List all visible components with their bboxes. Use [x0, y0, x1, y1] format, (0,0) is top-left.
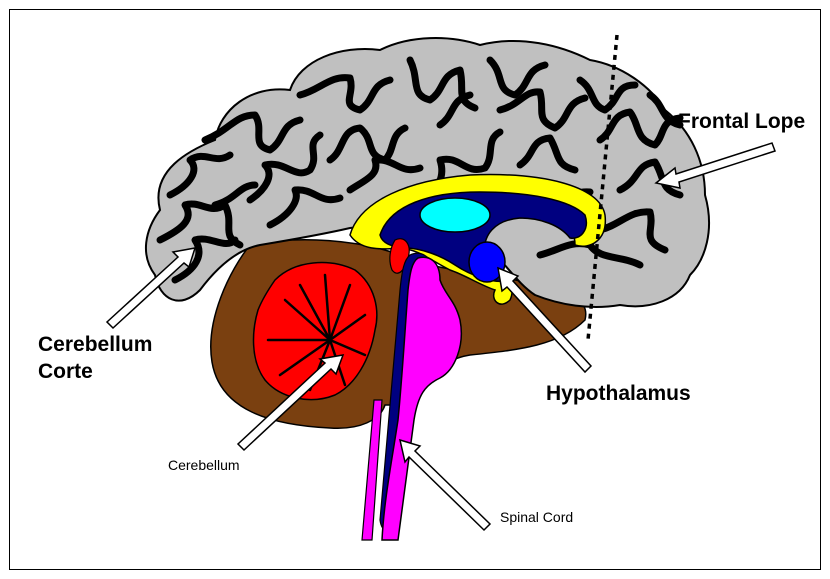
cerebellum-label: Cerebellum: [168, 457, 240, 473]
spinal-cord-arrow: [400, 440, 490, 530]
cerebellum-cortex-label-line2: Corte: [38, 360, 93, 384]
hypothalamus-label: Hypothalamus: [546, 382, 691, 406]
frontal-lope-label: Frontal Lope: [678, 110, 805, 134]
cerebellum-cortex-label-line1: Cerebellum: [38, 333, 152, 357]
spinal-cord-label: Spinal Cord: [500, 509, 573, 525]
thalamus: [420, 198, 490, 232]
